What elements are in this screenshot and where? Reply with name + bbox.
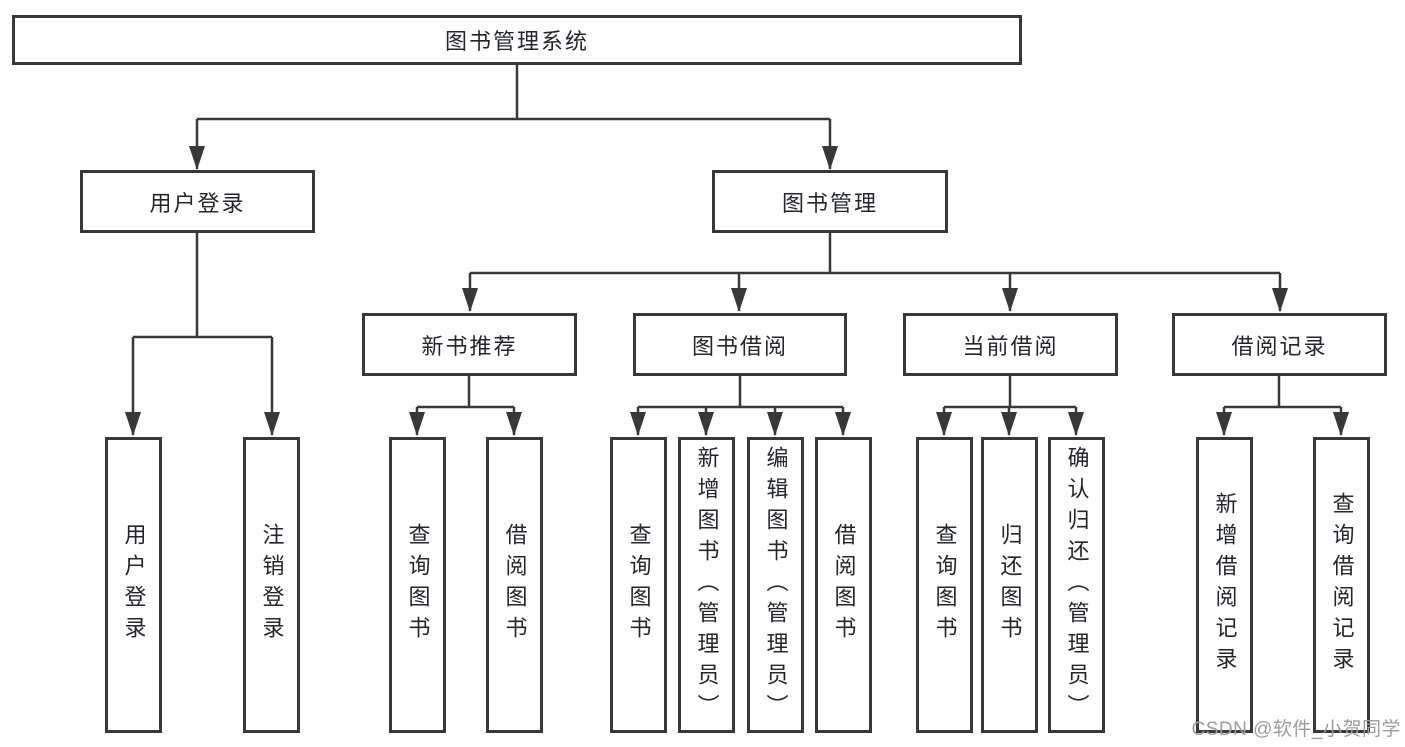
node-root: 图书管理系统	[12, 15, 1022, 65]
leaf-query-borrow-record: 查询借阅记录	[1313, 437, 1370, 733]
leaf-add-book-admin: 新增图书（管理员）	[678, 437, 735, 733]
leaf-user-login: 用户登录	[105, 437, 162, 733]
leaf-borrow-books-borrowing: 借阅图书	[815, 437, 872, 733]
node-user-login: 用户登录	[80, 170, 315, 233]
node-current-borrowing: 当前借阅	[903, 313, 1118, 376]
leaf-add-borrow-record: 新增借阅记录	[1196, 437, 1253, 733]
csdn-watermark: CSDN @软件_小贺同学	[1191, 719, 1401, 740]
leaf-query-books-current: 查询图书	[916, 437, 973, 733]
leaf-return-books: 归还图书	[981, 437, 1038, 733]
leaf-query-books-recommend: 查询图书	[389, 437, 446, 733]
leaf-logout: 注销登录	[243, 437, 300, 733]
leaf-borrow-books-recommend: 借阅图书	[486, 437, 543, 733]
node-book-borrowing: 图书借阅	[633, 313, 847, 376]
node-book-management: 图书管理	[712, 170, 948, 233]
leaf-edit-book-admin: 编辑图书（管理员）	[747, 437, 804, 733]
leaf-query-books-borrowing: 查询图书	[610, 437, 667, 733]
node-borrowing-records: 借阅记录	[1172, 313, 1387, 376]
node-new-book-recommendation: 新书推荐	[362, 313, 577, 376]
leaf-confirm-return-admin: 确认归还（管理员）	[1048, 437, 1105, 733]
